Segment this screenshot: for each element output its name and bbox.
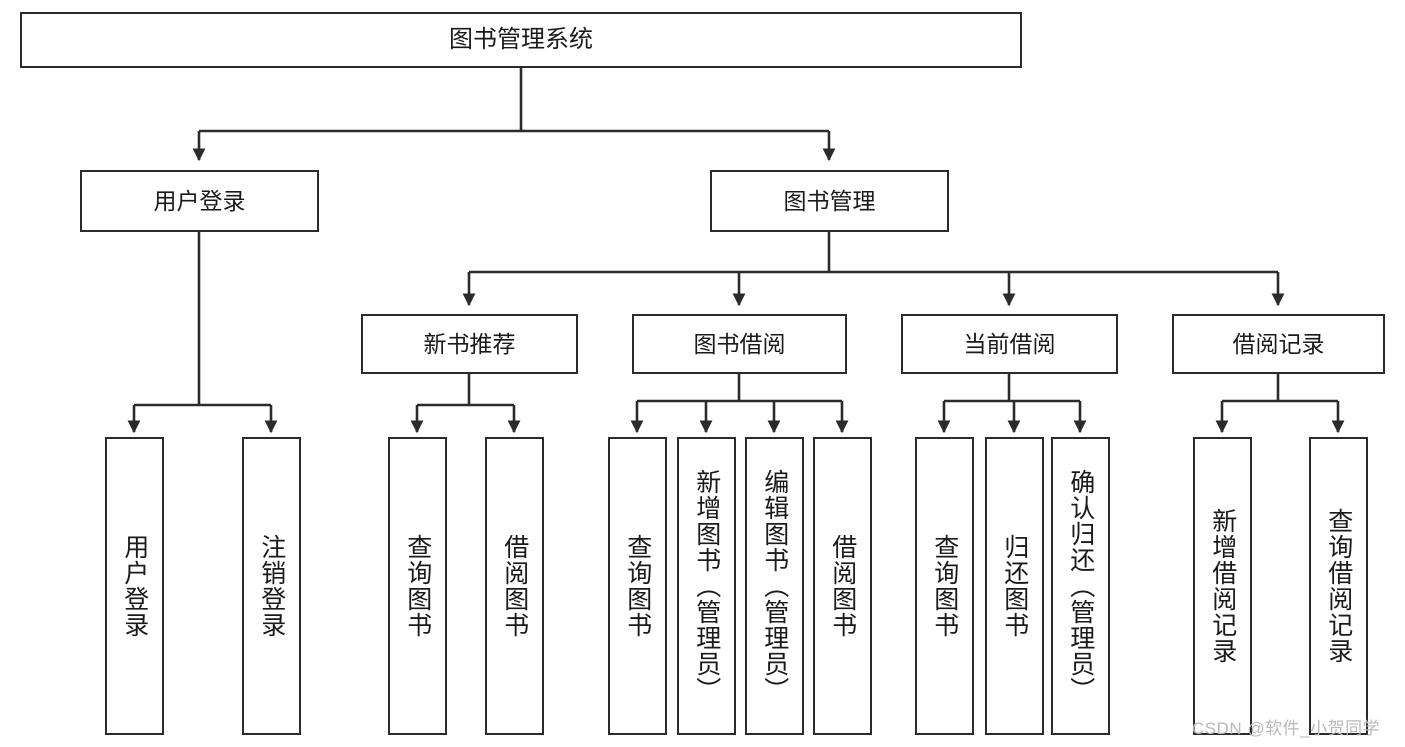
- node-label: 当前借阅: [963, 330, 1056, 357]
- leaf-book-borrow-edit[interactable]: 编辑图书（管理员）: [745, 437, 804, 735]
- node-label: 借阅图书: [828, 534, 857, 638]
- node-label: 编辑图书（管理员）: [760, 469, 789, 703]
- leaf-borrow-record-query[interactable]: 查询借阅记录: [1309, 437, 1368, 735]
- node-label: 用户登录: [153, 187, 246, 214]
- node-label: 确认归还（管理员）: [1066, 469, 1095, 703]
- watermark-text: CSDN @软件_小贺同学: [1192, 719, 1381, 738]
- node-label: 借阅记录: [1232, 330, 1325, 357]
- leaf-new-book-borrow[interactable]: 借阅图书: [485, 437, 544, 735]
- node-label: 图书管理: [783, 187, 876, 214]
- node-current-borrow[interactable]: 当前借阅: [901, 314, 1118, 374]
- leaf-user-login-signout[interactable]: 注销登录: [242, 437, 301, 735]
- node-label: 借阅图书: [500, 534, 529, 638]
- node-label: 归还图书: [1000, 534, 1029, 638]
- leaf-book-borrow-query[interactable]: 查询图书: [608, 437, 667, 735]
- node-label: 新增借阅记录: [1208, 508, 1237, 664]
- node-book-management[interactable]: 图书管理: [710, 170, 949, 232]
- leaf-current-borrow-return[interactable]: 归还图书: [985, 437, 1044, 735]
- node-borrow-record[interactable]: 借阅记录: [1172, 314, 1385, 374]
- node-label: 图书借阅: [693, 330, 786, 357]
- node-user-login[interactable]: 用户登录: [80, 170, 319, 232]
- node-label: 查询图书: [403, 534, 432, 638]
- node-label: 新增图书（管理员）: [692, 469, 721, 703]
- node-label: 查询图书: [623, 534, 652, 638]
- leaf-current-borrow-confirm-return[interactable]: 确认归还（管理员）: [1051, 437, 1110, 735]
- leaf-current-borrow-query[interactable]: 查询图书: [915, 437, 974, 735]
- leaf-user-login-signin[interactable]: 用户登录: [105, 437, 164, 735]
- leaf-borrow-record-add[interactable]: 新增借阅记录: [1193, 437, 1252, 735]
- node-new-book-recommend[interactable]: 新书推荐: [361, 314, 578, 374]
- node-label: 图书管理系统: [449, 26, 593, 54]
- node-label: 查询图书: [930, 534, 959, 638]
- node-label: 新书推荐: [423, 330, 516, 357]
- leaf-book-borrow-add[interactable]: 新增图书（管理员）: [677, 437, 736, 735]
- node-label: 查询借阅记录: [1324, 508, 1353, 664]
- leaf-new-book-query[interactable]: 查询图书: [388, 437, 447, 735]
- node-label: 用户登录: [120, 534, 149, 638]
- node-root-system[interactable]: 图书管理系统: [20, 12, 1022, 68]
- leaf-book-borrow-lend[interactable]: 借阅图书: [813, 437, 872, 735]
- node-label: 注销登录: [257, 534, 286, 638]
- node-book-borrow[interactable]: 图书借阅: [632, 314, 847, 374]
